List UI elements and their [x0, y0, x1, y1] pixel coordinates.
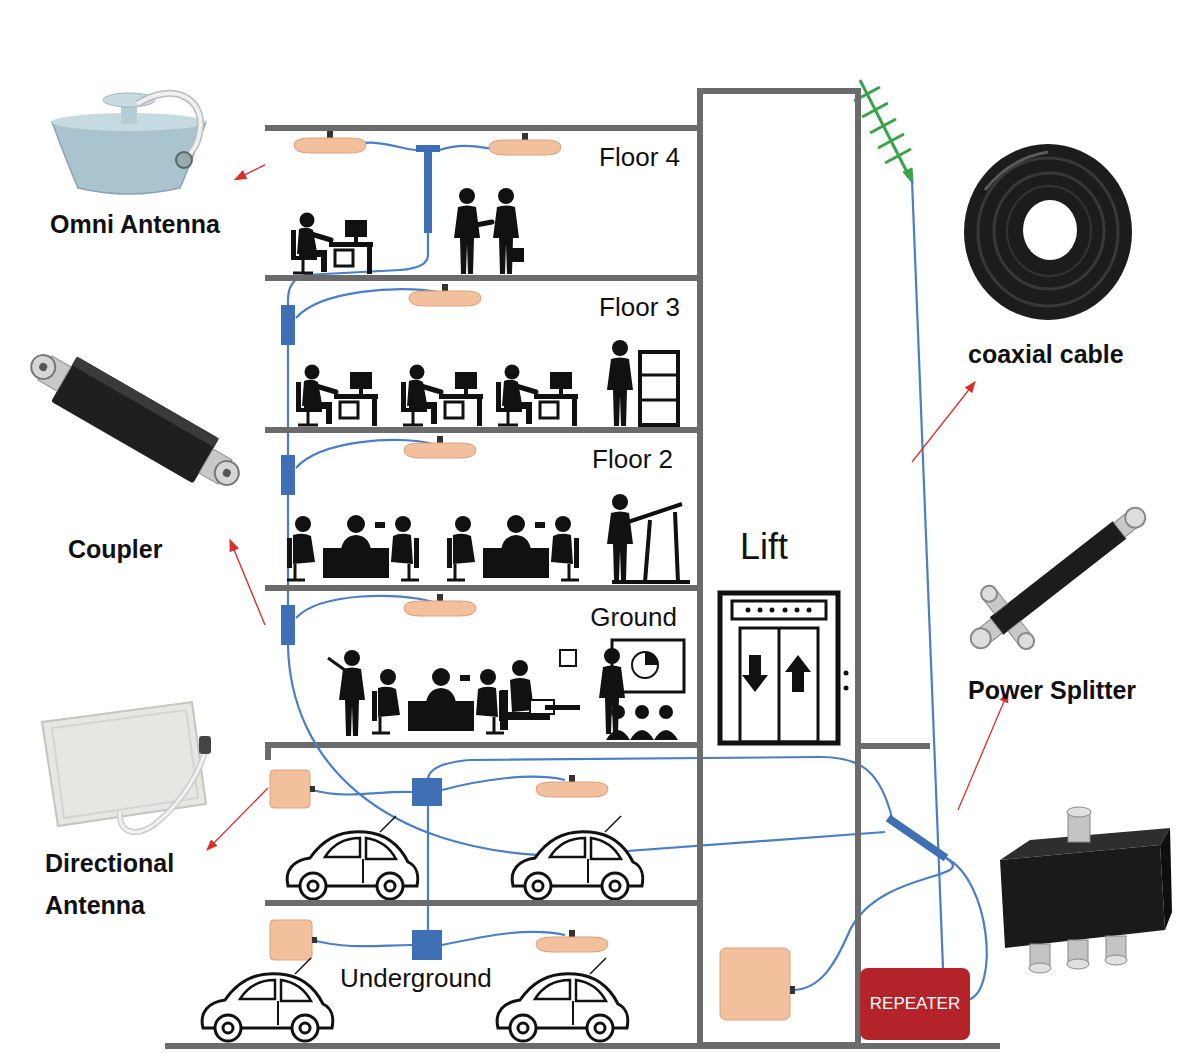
callout-label: Coupler — [68, 535, 162, 564]
drafting-table-icon — [612, 504, 690, 582]
cabinet-icon — [640, 352, 678, 425]
reader-icon — [500, 650, 580, 730]
component-callout: Power Splitter — [955, 480, 1155, 715]
pointer-icon — [328, 658, 356, 678]
briefcase-icon — [508, 248, 524, 262]
person-icon — [607, 340, 633, 426]
car-icon — [287, 816, 418, 899]
callout-label: Omni Antenna — [50, 210, 220, 239]
floor-band: Floor 2 — [265, 427, 697, 585]
car-icon — [512, 816, 643, 899]
leader-arrow — [230, 540, 265, 625]
annex-slab — [858, 743, 930, 749]
wall-tick — [265, 745, 271, 760]
handshake-arm — [476, 222, 492, 225]
car-icon — [497, 958, 628, 1041]
omni-antenna-symbol — [536, 930, 608, 952]
repeater-box: REPEATER — [860, 968, 970, 1040]
coupler-symbol — [281, 305, 295, 345]
callout-label: Power Splitter — [968, 676, 1136, 705]
office-worker-icon — [496, 365, 578, 427]
tee-splitter — [424, 148, 432, 233]
component-callout: Omni Antenna — [40, 88, 235, 246]
coupler-symbol — [281, 455, 295, 495]
meeting-icon — [447, 515, 579, 580]
omni-antenna-symbol — [404, 594, 476, 616]
building-structure — [165, 745, 1000, 1046]
coupler-photo — [20, 338, 250, 501]
floor-label: Floor 4 — [599, 143, 680, 173]
component-callout: Coupler — [30, 330, 230, 575]
car-icon — [202, 958, 333, 1041]
presentation-icon — [599, 640, 684, 740]
person-icon — [454, 188, 480, 274]
floor-label: Floor 2 — [592, 445, 673, 475]
person-icon — [339, 650, 365, 736]
passive-components — [281, 145, 946, 960]
repeater-label: REPEATER — [870, 994, 960, 1014]
floor-band: Ground — [265, 585, 697, 742]
splitter-symbol — [412, 778, 442, 806]
floor-band: Underground — [265, 900, 697, 1045]
coupler-symbol — [281, 605, 295, 645]
floor-label: Underground — [340, 964, 492, 994]
coaxial-cable-photo — [964, 144, 1132, 320]
floor-band: Floor 4 — [265, 125, 697, 278]
meeting-icon — [287, 515, 419, 580]
ground-slab — [165, 1043, 1000, 1049]
omni-antenna-symbol — [404, 436, 476, 458]
component-callout: coaxial cable — [955, 150, 1150, 380]
floor-label: Ground — [590, 603, 677, 633]
coax-cable — [288, 143, 987, 1000]
donor-yagi-antenna — [854, 80, 913, 184]
person-icon — [607, 494, 633, 580]
omni-antenna-symbol — [409, 284, 481, 306]
omni-antenna-symbol — [489, 133, 561, 155]
lift-label: Lift — [740, 526, 788, 567]
splitter-symbol — [888, 818, 946, 858]
office-worker-icon — [291, 213, 373, 275]
floor-label: Floor 3 — [599, 293, 680, 323]
directional-antenna-photo — [42, 702, 211, 832]
omni-antenna-photo — [52, 93, 206, 194]
leader-arrow — [207, 382, 1008, 850]
office-worker-icon — [401, 365, 483, 427]
meeting-icon — [372, 668, 504, 733]
splitter-box-photo — [1000, 807, 1172, 973]
splitter-symbol — [412, 930, 442, 960]
parking-slab — [265, 742, 697, 748]
omni-antenna-symbol — [536, 775, 608, 797]
office-worker-icon — [296, 365, 378, 427]
elevator-icon — [720, 593, 849, 743]
tee-splitter — [416, 145, 440, 152]
cabinet-icon — [640, 375, 678, 400]
power-splitter-photo — [949, 482, 1166, 675]
floor-band: Floor 3 — [265, 275, 697, 427]
omni-antenna-symbol — [294, 131, 366, 153]
lift-shaft: Lift — [697, 88, 861, 1048]
callout-label: Directional Antenna — [45, 842, 220, 926]
leader-arrow — [235, 165, 265, 180]
component-callout: Directional Antenna — [25, 690, 235, 932]
directional-antenna-symbol — [270, 770, 795, 1020]
callout-label: coaxial cable — [968, 340, 1124, 369]
